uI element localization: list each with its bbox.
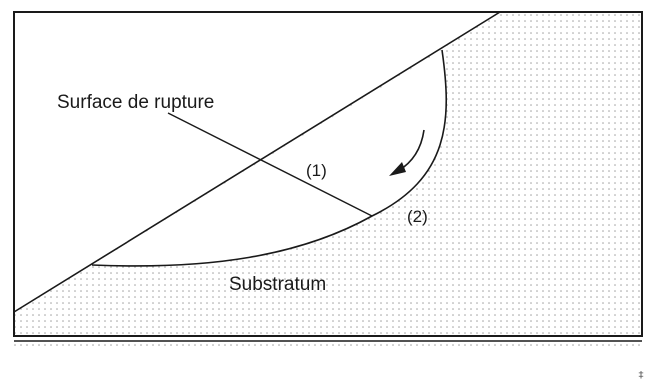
rupture-surface-curve: [91, 49, 448, 267]
rupture-label-leader-line: [167, 112, 373, 217]
zone-2-label: (2): [407, 207, 428, 226]
slope-surface-line: [13, 11, 501, 313]
diagram-frame: [13, 11, 643, 337]
corner-mark: ‡: [638, 370, 645, 381]
substratum-label: Substratum: [229, 274, 326, 295]
sliding-mass: [92, 50, 447, 266]
rupture-surface-label: Surface de rupture: [57, 92, 214, 113]
bottom-dotted-strip: [14, 340, 642, 350]
rotation-arrow-head-icon: [389, 162, 406, 176]
zone-1-label: (1): [306, 161, 327, 180]
